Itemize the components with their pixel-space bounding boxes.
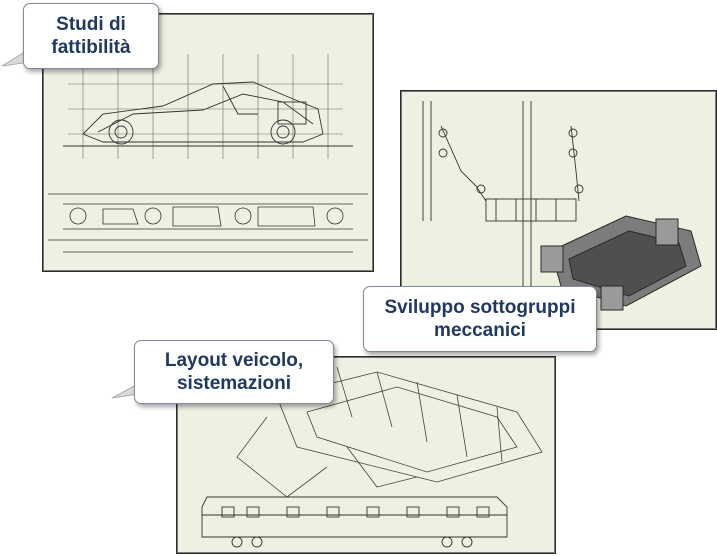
callout-feasibility-line2: fattibilità — [51, 37, 131, 58]
callout-layout-line1: Layout veicolo, — [164, 350, 304, 371]
callout-subassemblies-line1: Sviluppo sottogruppi — [384, 297, 576, 318]
callout-mechanical-subassemblies: Sviluppo sottogruppi meccanici — [363, 286, 597, 352]
callout-feasibility-line1: Studi di — [56, 14, 126, 35]
car-body-frame-drawing — [201, 366, 543, 548]
callout-feasibility-studies: Studi di fattibilità — [23, 3, 159, 69]
vehicle-layout-drawing-panel — [176, 356, 556, 554]
bogie-drawing-and-render — [422, 101, 702, 311]
callout-vehicle-layout: Layout veicolo, sistemazioni — [134, 340, 334, 404]
vehicle-side-view-drawing — [48, 54, 368, 253]
callout-subassemblies-line2: meccanici — [434, 320, 526, 341]
callout-layout-line2: sistemazioni — [176, 373, 292, 394]
